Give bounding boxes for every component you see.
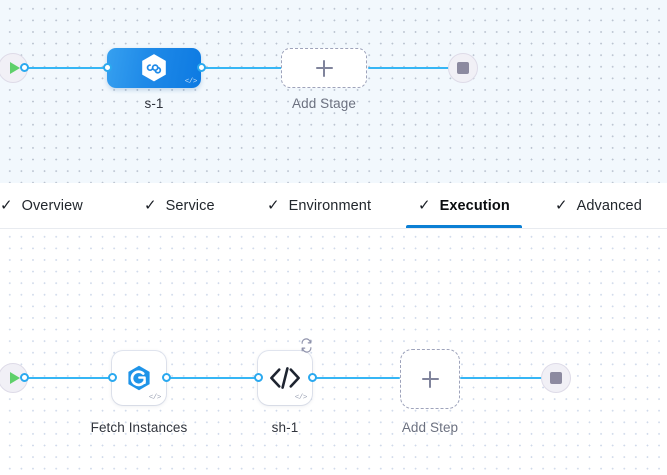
pipeline-stage-canvas[interactable]: </> s-1 Add Stage <box>0 0 667 183</box>
edge-start-to-fetch-instances <box>22 377 112 379</box>
add-stage-button[interactable] <box>281 48 367 88</box>
code-icon: </> <box>148 393 162 402</box>
step-node-label-fetch-instances: Fetch Instances <box>90 420 188 435</box>
check-icon: ✓ <box>418 197 431 214</box>
harness-hexagon-icon <box>142 54 166 82</box>
stage-node-label-s-1: s-1 <box>144 96 164 111</box>
edge-add-stage-to-end <box>368 67 455 69</box>
execution-steps-canvas[interactable]: </> Fetch Instances <box>0 229 667 475</box>
tab-label: Advanced <box>576 197 642 214</box>
tab-label: Environment <box>288 197 372 214</box>
edge-stage1-to-add-stage <box>195 67 285 69</box>
code-icon: </> <box>184 77 198 86</box>
tab-label: Service <box>165 197 215 214</box>
tab-label: Execution <box>439 197 510 214</box>
step-node-fetch-instances[interactable]: </> <box>112 351 166 405</box>
code-icon: </> <box>294 393 308 402</box>
connector-dot-stage1-in[interactable] <box>103 63 112 72</box>
code-brackets-icon <box>268 365 302 391</box>
edge-sh-1-to-add-step <box>312 377 400 379</box>
repeat-loop-icon <box>301 338 312 353</box>
connector-dot-sh-1-out[interactable] <box>308 373 317 382</box>
tab-service[interactable]: ✓ Service <box>144 183 215 228</box>
stop-icon <box>550 372 562 384</box>
check-icon: ✓ <box>0 197 13 214</box>
step-node-sh-1[interactable]: </> <box>258 338 312 405</box>
steps-end-node[interactable] <box>541 363 571 393</box>
tab-overview[interactable]: ✓ Overview <box>0 183 83 228</box>
edge-start-to-stage1 <box>22 67 116 69</box>
connector-dot-stage1-out[interactable] <box>197 63 206 72</box>
stage-node-s-1[interactable]: </> <box>107 48 201 88</box>
plus-icon <box>315 59 333 77</box>
tab-active-underline <box>406 225 522 228</box>
connector-dot-start-out[interactable] <box>20 63 29 72</box>
play-icon <box>9 372 20 384</box>
play-icon <box>9 62 20 74</box>
connector-dot-steps-start-out[interactable] <box>20 373 29 382</box>
stage-config-tabs: ✓ Overview ✓ Service ✓ Environment ✓ Exe… <box>0 183 667 229</box>
tab-label: Overview <box>21 197 83 214</box>
tab-environment[interactable]: ✓ Environment <box>267 183 371 228</box>
check-icon: ✓ <box>555 197 568 214</box>
stop-icon <box>457 62 469 74</box>
edge-add-step-to-end <box>460 377 548 379</box>
connector-dot-sh-1-in[interactable] <box>254 373 263 382</box>
check-icon: ✓ <box>267 197 280 214</box>
hexagon-swirl-icon <box>127 365 151 391</box>
tab-execution[interactable]: ✓ Execution <box>406 183 522 228</box>
plus-icon <box>421 370 439 388</box>
connector-dot-fetch-instances-in[interactable] <box>108 373 117 382</box>
add-step-button[interactable] <box>400 349 460 409</box>
connector-dot-fetch-instances-out[interactable] <box>162 373 171 382</box>
add-step-label: Add Step <box>401 420 459 435</box>
add-stage-label: Add Stage <box>292 96 356 111</box>
edge-fetch-instances-to-sh-1 <box>166 377 256 379</box>
pipeline-end-node[interactable] <box>448 53 478 83</box>
step-node-label-sh-1: sh-1 <box>271 420 299 435</box>
check-icon: ✓ <box>144 197 157 214</box>
tab-advanced[interactable]: ✓ Advanced <box>555 183 642 228</box>
